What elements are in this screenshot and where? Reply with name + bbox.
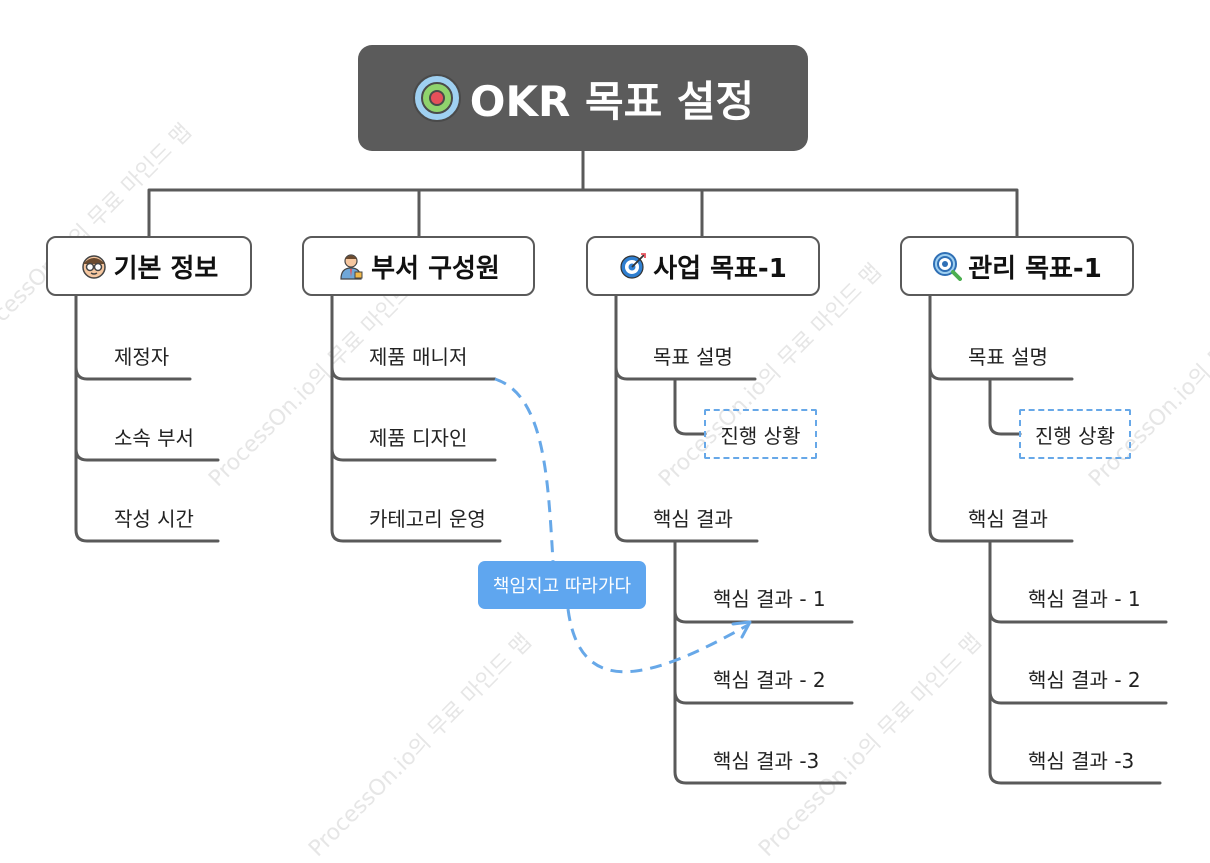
- progress-status[interactable]: 진행 상황: [1019, 409, 1131, 459]
- goal-description[interactable]: 목표 설명: [653, 345, 733, 369]
- key-result-item[interactable]: 핵심 결과 -3: [713, 749, 820, 773]
- basic-info-item[interactable]: 제정자: [114, 345, 170, 369]
- office-worker-icon: [337, 252, 365, 280]
- basic-info-item[interactable]: 작성 시간: [114, 507, 194, 531]
- nerd-face-icon: [80, 252, 108, 280]
- key-result-item[interactable]: 핵심 결과 -3: [1028, 749, 1135, 773]
- root-topic[interactable]: OKR 목표 설정: [358, 45, 808, 151]
- target-icon: [412, 73, 462, 123]
- department-member-item[interactable]: 카테고리 운영: [369, 507, 486, 531]
- arrow-head-icon: [731, 620, 752, 639]
- key-result-item[interactable]: 핵심 결과 - 1: [1028, 587, 1141, 611]
- dart-target-icon: [619, 252, 647, 280]
- branch-business-goal[interactable]: 사업 목표-1: [586, 236, 820, 296]
- progress-status[interactable]: 진행 상황: [704, 409, 817, 459]
- mind-map-canvas: ProcessOn.io의 무료 마인드 맵 ProcessOn.io의 무료 …: [0, 45, 1210, 862]
- relationship-line: [494, 377, 749, 674]
- connector-lines: [74, 149, 1168, 785]
- department-member-item[interactable]: 제품 디자인: [369, 426, 468, 450]
- root-title: OKR 목표 설정: [469, 76, 755, 126]
- key-result-item[interactable]: 핵심 결과 - 1: [713, 587, 826, 611]
- relationship-callout[interactable]: 책임지고 따라가다: [478, 561, 646, 609]
- branch-label: 기본 정보: [113, 253, 219, 284]
- branch-label: 관리 목표-1: [968, 253, 1102, 284]
- key-result-item[interactable]: 핵심 결과 - 2: [713, 668, 826, 692]
- department-member-item[interactable]: 제품 매니저: [369, 345, 468, 369]
- key-result-item[interactable]: 핵심 결과 - 2: [1028, 668, 1141, 692]
- key-results[interactable]: 핵심 결과: [968, 507, 1048, 531]
- branch-department[interactable]: 부서 구성원: [302, 236, 535, 296]
- key-results[interactable]: 핵심 결과: [653, 507, 733, 531]
- branch-label: 사업 목표-1: [653, 253, 787, 284]
- branch-management-goal[interactable]: 관리 목표-1: [900, 236, 1134, 296]
- basic-info-item[interactable]: 소속 부서: [114, 426, 194, 450]
- goal-description[interactable]: 목표 설명: [968, 345, 1048, 369]
- branch-label: 부서 구성원: [371, 253, 500, 284]
- target-magnifier-icon: [932, 251, 963, 281]
- branch-basic-info[interactable]: 기본 정보: [46, 236, 252, 296]
